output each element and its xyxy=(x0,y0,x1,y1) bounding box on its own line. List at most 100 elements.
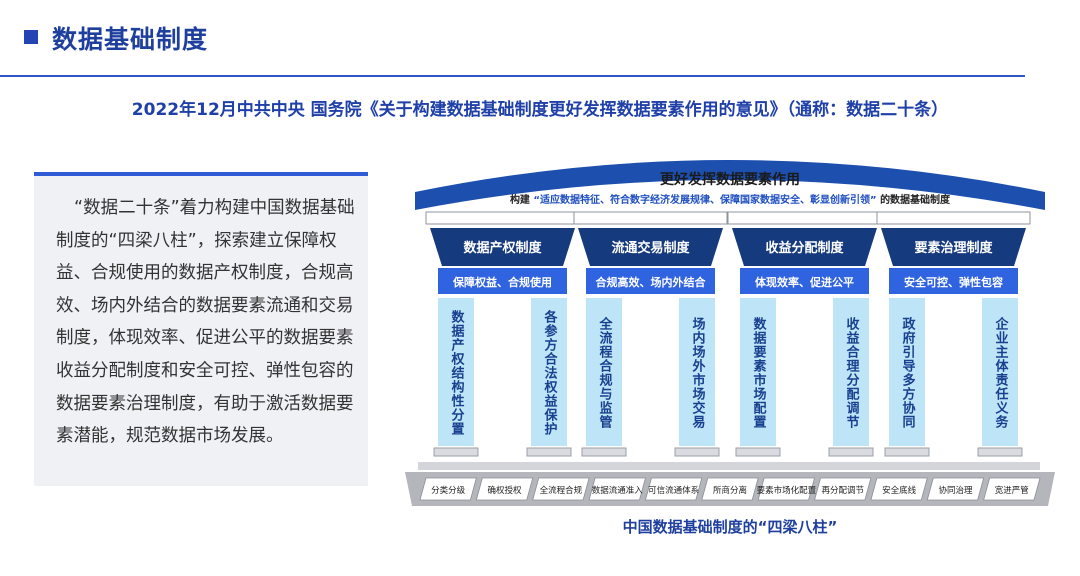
pillar-label: 收益合理分配调节 xyxy=(843,317,859,429)
principle-text: 安全可控、弹性包容 xyxy=(904,275,1003,289)
pillar-label: 全流程合规与监管 xyxy=(596,317,612,429)
pillar-plinth xyxy=(674,447,720,457)
beam-shape xyxy=(881,228,1026,266)
base-item-box xyxy=(814,477,872,501)
principle-bar xyxy=(586,268,715,294)
principle-bar xyxy=(740,268,869,294)
beams-layer: 数据产权制度保障权益、合规使用数据产权结构性分置各参方合法权益保护流通交易制度合… xyxy=(425,211,1031,457)
pillar-plinth xyxy=(581,447,627,457)
pillar: 数据要素市场配置 xyxy=(735,298,781,457)
page-title: 数据基础制度 xyxy=(52,25,209,54)
principle-text: 体现效率、促进公平 xyxy=(755,275,854,289)
principle-text: 合规高效、场内外结合 xyxy=(596,275,707,289)
pillar-label-box: 数据产权结构性分置 xyxy=(448,310,464,436)
page-subtitle: 2022年12月中共中央 国务院《关于构建数据基础制度更好发挥数据要素作用的意见… xyxy=(131,100,949,120)
pillar-shape xyxy=(586,298,622,446)
principle-bar xyxy=(889,268,1018,294)
base-item-label: 再分配调节 xyxy=(821,486,864,496)
roof-subtitle-quote: “适应数据特征、符合数字经济发展规律、保障国家数据安全、彰显创新引领” xyxy=(533,193,876,206)
roof-subtitle-prefix: 构建 xyxy=(510,193,531,206)
beam-name: 收益分配制度 xyxy=(765,240,844,256)
base-item-label: 可信流通体系 xyxy=(648,485,699,496)
base-item-box xyxy=(475,477,534,501)
title-square-icon xyxy=(24,30,38,44)
pillar-label-box: 政府引导多方协同 xyxy=(899,317,915,429)
pillar: 全流程合规与监管 xyxy=(581,298,627,457)
pillar-plinth xyxy=(828,447,874,457)
pillar-shape xyxy=(740,298,776,446)
beam-shape xyxy=(578,228,723,266)
pillar-plinth xyxy=(735,447,781,457)
pillar: 场内场外市场交易 xyxy=(674,298,720,457)
base-item-label: 宽进严管 xyxy=(995,485,1029,496)
beam-capital xyxy=(727,211,882,225)
pillar-label-box: 全流程合规与监管 xyxy=(596,317,612,429)
base-item-label: 所商分离 xyxy=(713,485,747,496)
pillar-shape xyxy=(679,298,715,446)
description-text: “数据二十条”着力构建中国数据基础制度的“四梁八柱”，探索建立保障权益、合规使用… xyxy=(56,198,355,447)
pillar-label: 数据要素市场配置 xyxy=(750,317,766,429)
base-item-box xyxy=(644,477,703,501)
base-item-label: 协同治理 xyxy=(938,485,973,496)
pillar-label-box: 收益合理分配调节 xyxy=(843,317,859,429)
pillar-label: 场内场外市场交易 xyxy=(689,317,705,429)
base-item-box xyxy=(701,477,759,501)
beam-capital xyxy=(876,211,1031,225)
pillar-label-box: 场内场外市场交易 xyxy=(689,317,705,429)
pillar-label: 政府引导多方协同 xyxy=(899,317,915,429)
base-item-box xyxy=(757,477,816,501)
base-top-step xyxy=(418,462,1040,470)
pillar-shape xyxy=(982,298,1018,446)
pillar-plinth xyxy=(433,447,479,457)
beam-capital xyxy=(425,211,580,225)
base-item-box xyxy=(532,477,590,501)
base-layer: 分类分级 确权授权 全流程合规数据流通准入可信流通体系 所商分离要素市场化配置再分配调… xyxy=(405,462,1055,506)
beam-shape xyxy=(430,228,575,266)
pillar-label: 各参方合法权益保护 xyxy=(541,310,557,436)
title-divider xyxy=(0,75,1025,77)
pillar-label-box: 企业主体责任义务 xyxy=(992,317,1008,429)
base-item-box xyxy=(588,477,646,501)
pillar-shape xyxy=(531,298,567,446)
pillar-shape xyxy=(438,298,474,446)
base-item-label: 分类分级 xyxy=(431,485,466,496)
pillar-shape xyxy=(889,298,925,446)
beam-name: 流通交易制度 xyxy=(611,240,690,256)
base-item-label: 安全底线 xyxy=(882,485,917,496)
beam-shape xyxy=(732,228,877,266)
pillar-label: 数据产权结构性分置 xyxy=(448,310,464,436)
pillar: 各参方合法权益保护 xyxy=(526,298,572,457)
diagram-caption: 中国数据基础制度的“四梁八柱” xyxy=(623,518,838,536)
roof-subtitle: 构建 “适应数据特征、符合数字经济发展规律、保障国家数据安全、彰显创新引领” 的… xyxy=(510,193,951,206)
base-item-label: 确权授权 xyxy=(488,485,523,496)
beam-name: 要素治理制度 xyxy=(914,240,993,256)
roof-shape xyxy=(415,160,1045,210)
base-item-label: 全流程合规 xyxy=(540,485,583,496)
pillar-label-box: 各参方合法权益保护 xyxy=(541,310,557,436)
principle-text: 保障权益、合规使用 xyxy=(452,275,552,289)
pillar-label: 企业主体责任义务 xyxy=(992,317,1008,429)
base-item-label: 要素市场化配置 xyxy=(757,485,817,496)
base-item-box xyxy=(419,477,477,501)
beam-name: 数据产权制度 xyxy=(463,240,542,256)
pillar-label-box: 数据要素市场配置 xyxy=(750,317,766,429)
principle-bar xyxy=(438,268,567,294)
pillar-shape xyxy=(833,298,869,446)
pillar: 企业主体责任义务 xyxy=(977,298,1023,457)
base-item-box xyxy=(983,477,1041,501)
beam-capital xyxy=(573,211,728,225)
roof-title: 更好发挥数据要素作用 xyxy=(660,171,800,188)
base-item-box xyxy=(870,477,928,501)
base-item-label: 数据流通准入 xyxy=(592,485,644,496)
description-panel xyxy=(34,172,368,486)
pillar-plinth xyxy=(884,447,930,457)
roof-subtitle-suffix: 的数据基础制度 xyxy=(880,193,951,206)
pillar: 数据产权结构性分置 xyxy=(433,298,479,457)
pillar: 收益合理分配调节 xyxy=(828,298,874,457)
pillar: 政府引导多方协同 xyxy=(884,298,930,457)
